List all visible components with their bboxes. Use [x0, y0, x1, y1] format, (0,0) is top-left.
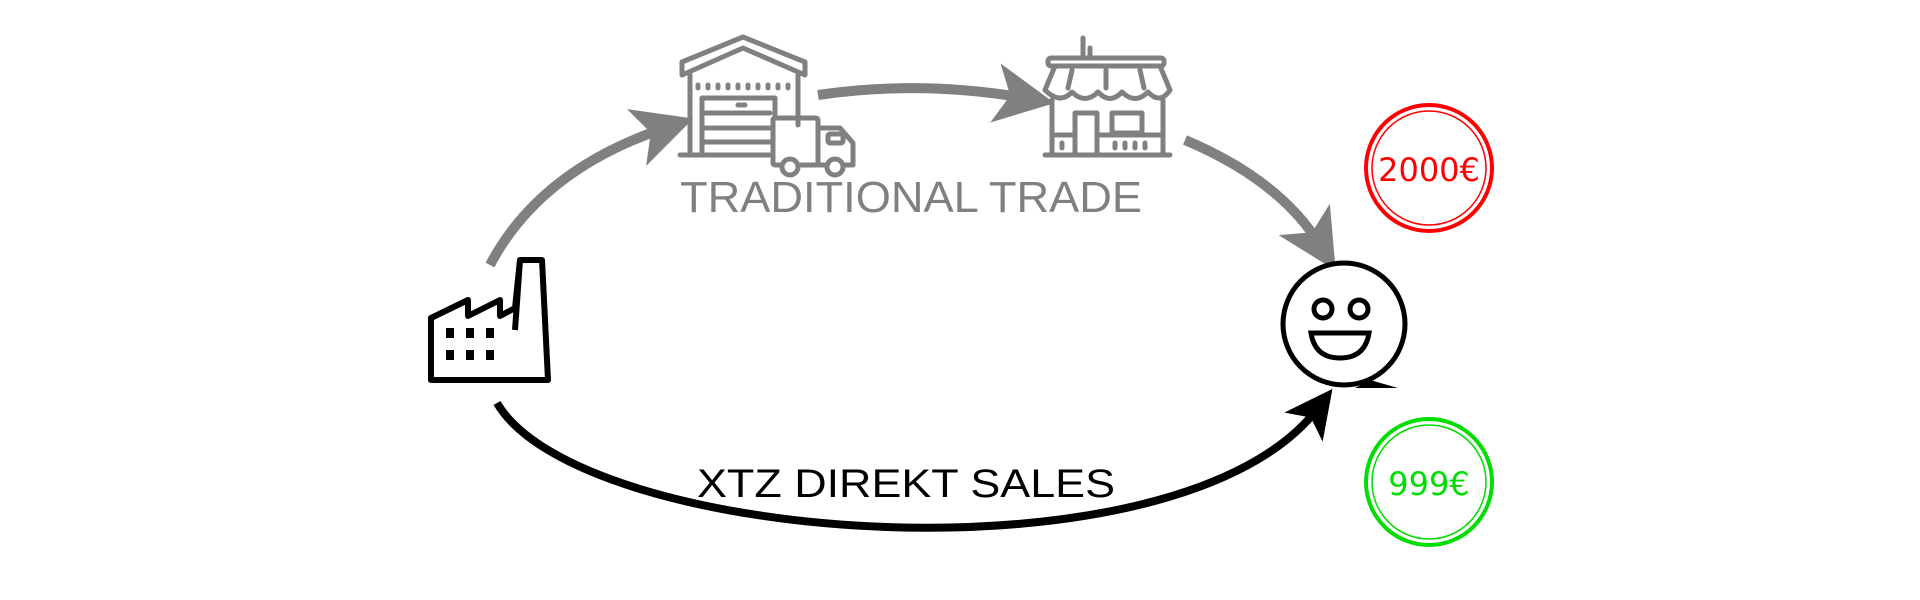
arrow-factory-to-warehouse	[485, 109, 694, 268]
arrow-factory-to-customer-direct	[493, 388, 1333, 532]
warehouse-truck-icon	[677, 34, 856, 178]
arrow-shop-to-customer	[1183, 135, 1336, 271]
factory-icon	[428, 257, 551, 383]
price-traditional: 2000€	[1378, 151, 1480, 189]
direct-sales-label: XTZ DIREKT SALES	[697, 462, 1115, 506]
price-badge-traditional: 2000€	[1364, 103, 1494, 233]
price-badge-direct: 999€	[1364, 417, 1494, 547]
traditional-trade-label: TRADITIONAL TRADE	[680, 173, 1142, 222]
price-direct: 999€	[1388, 465, 1469, 503]
shop-icon	[1042, 35, 1173, 158]
arrow-warehouse-to-shop	[817, 63, 1055, 123]
smiley-customer-icon	[1280, 260, 1408, 388]
